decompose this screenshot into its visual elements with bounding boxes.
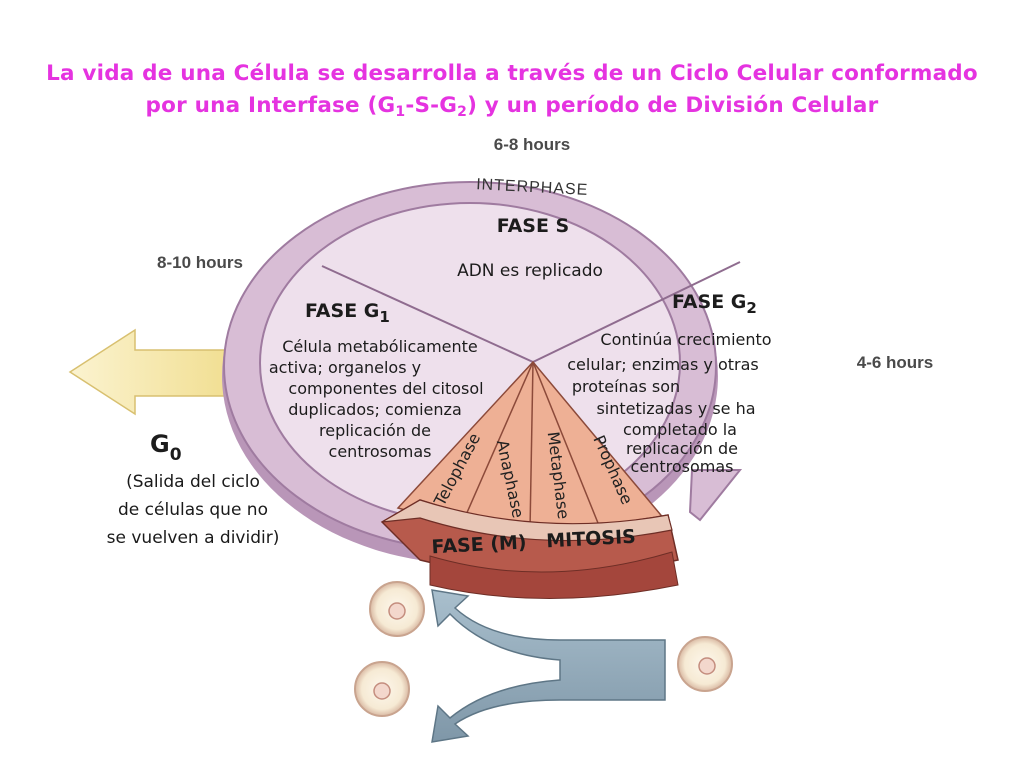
fase-g2-line-7: centrosomas [631,457,734,476]
fase-g2-line-5: completado la [623,420,737,439]
fase-g2-title: FASE G2 [672,291,757,317]
fase-g1-line-5: replicación de [319,421,431,440]
daughter-cell-bottom [354,661,410,717]
division-arrow [431,589,666,743]
fase-g2-line-6: replicación de [626,439,738,458]
fase-g2: FASE G2 Continúa crecimiento celular; en… [567,291,771,476]
fase-g1: FASE G1 Célula metabólicamente activa; o… [269,300,484,461]
fase-g1-line-2: activa; organelos y [269,358,421,377]
fase-g2-line-3: proteínas son [572,377,680,396]
divider-s-g1 [321,265,534,363]
fase-s-text: ADN es replicado [457,261,603,281]
diagram-title: La vida de una Célula se desarrolla a tr… [0,58,1024,128]
fase-g1-line-4: duplicados; comienza [288,400,462,419]
mitosis-band [380,499,679,599]
g0-description: (Salida del ciclo de células que no se v… [88,468,298,552]
interphase-label: INTERPHASE [476,176,589,199]
g0-line-1: (Salida del ciclo [126,472,260,492]
hours-g2: 4-6 hours [857,353,934,372]
fase-g2-line-2: celular; enzimas y otras [567,355,759,374]
g0-line-2: de células que no [118,500,268,520]
fase-g1-line-3: componentes del citosol [288,379,483,398]
parent-cell [677,636,733,692]
daughter-cell-top [369,581,425,637]
fase-s-title: FASE S [497,215,569,237]
title-line-1: La vida de una Célula se desarrolla a tr… [46,61,978,86]
title-line-2: por una Interfase (G1-S-G2) y un período… [145,93,879,120]
fase-g1-line-1: Célula metabólicamente [282,337,478,356]
fase-g1-title: FASE G1 [305,300,390,326]
fase-g2-line-4: sintetizadas y se ha [596,399,755,418]
fase-g1-line-6: centrosomas [329,442,432,461]
divider-s-g2 [532,261,741,363]
hours-s: 6-8 hours [494,135,571,154]
g0-line-3: se vuelven a dividir) [106,528,280,548]
g0-title: G0 [150,430,182,465]
fase-g2-line-1: Continúa crecimiento [600,330,771,349]
hours-g1: 8-10 hours [157,253,243,272]
cycle-arrow-head [688,469,743,522]
